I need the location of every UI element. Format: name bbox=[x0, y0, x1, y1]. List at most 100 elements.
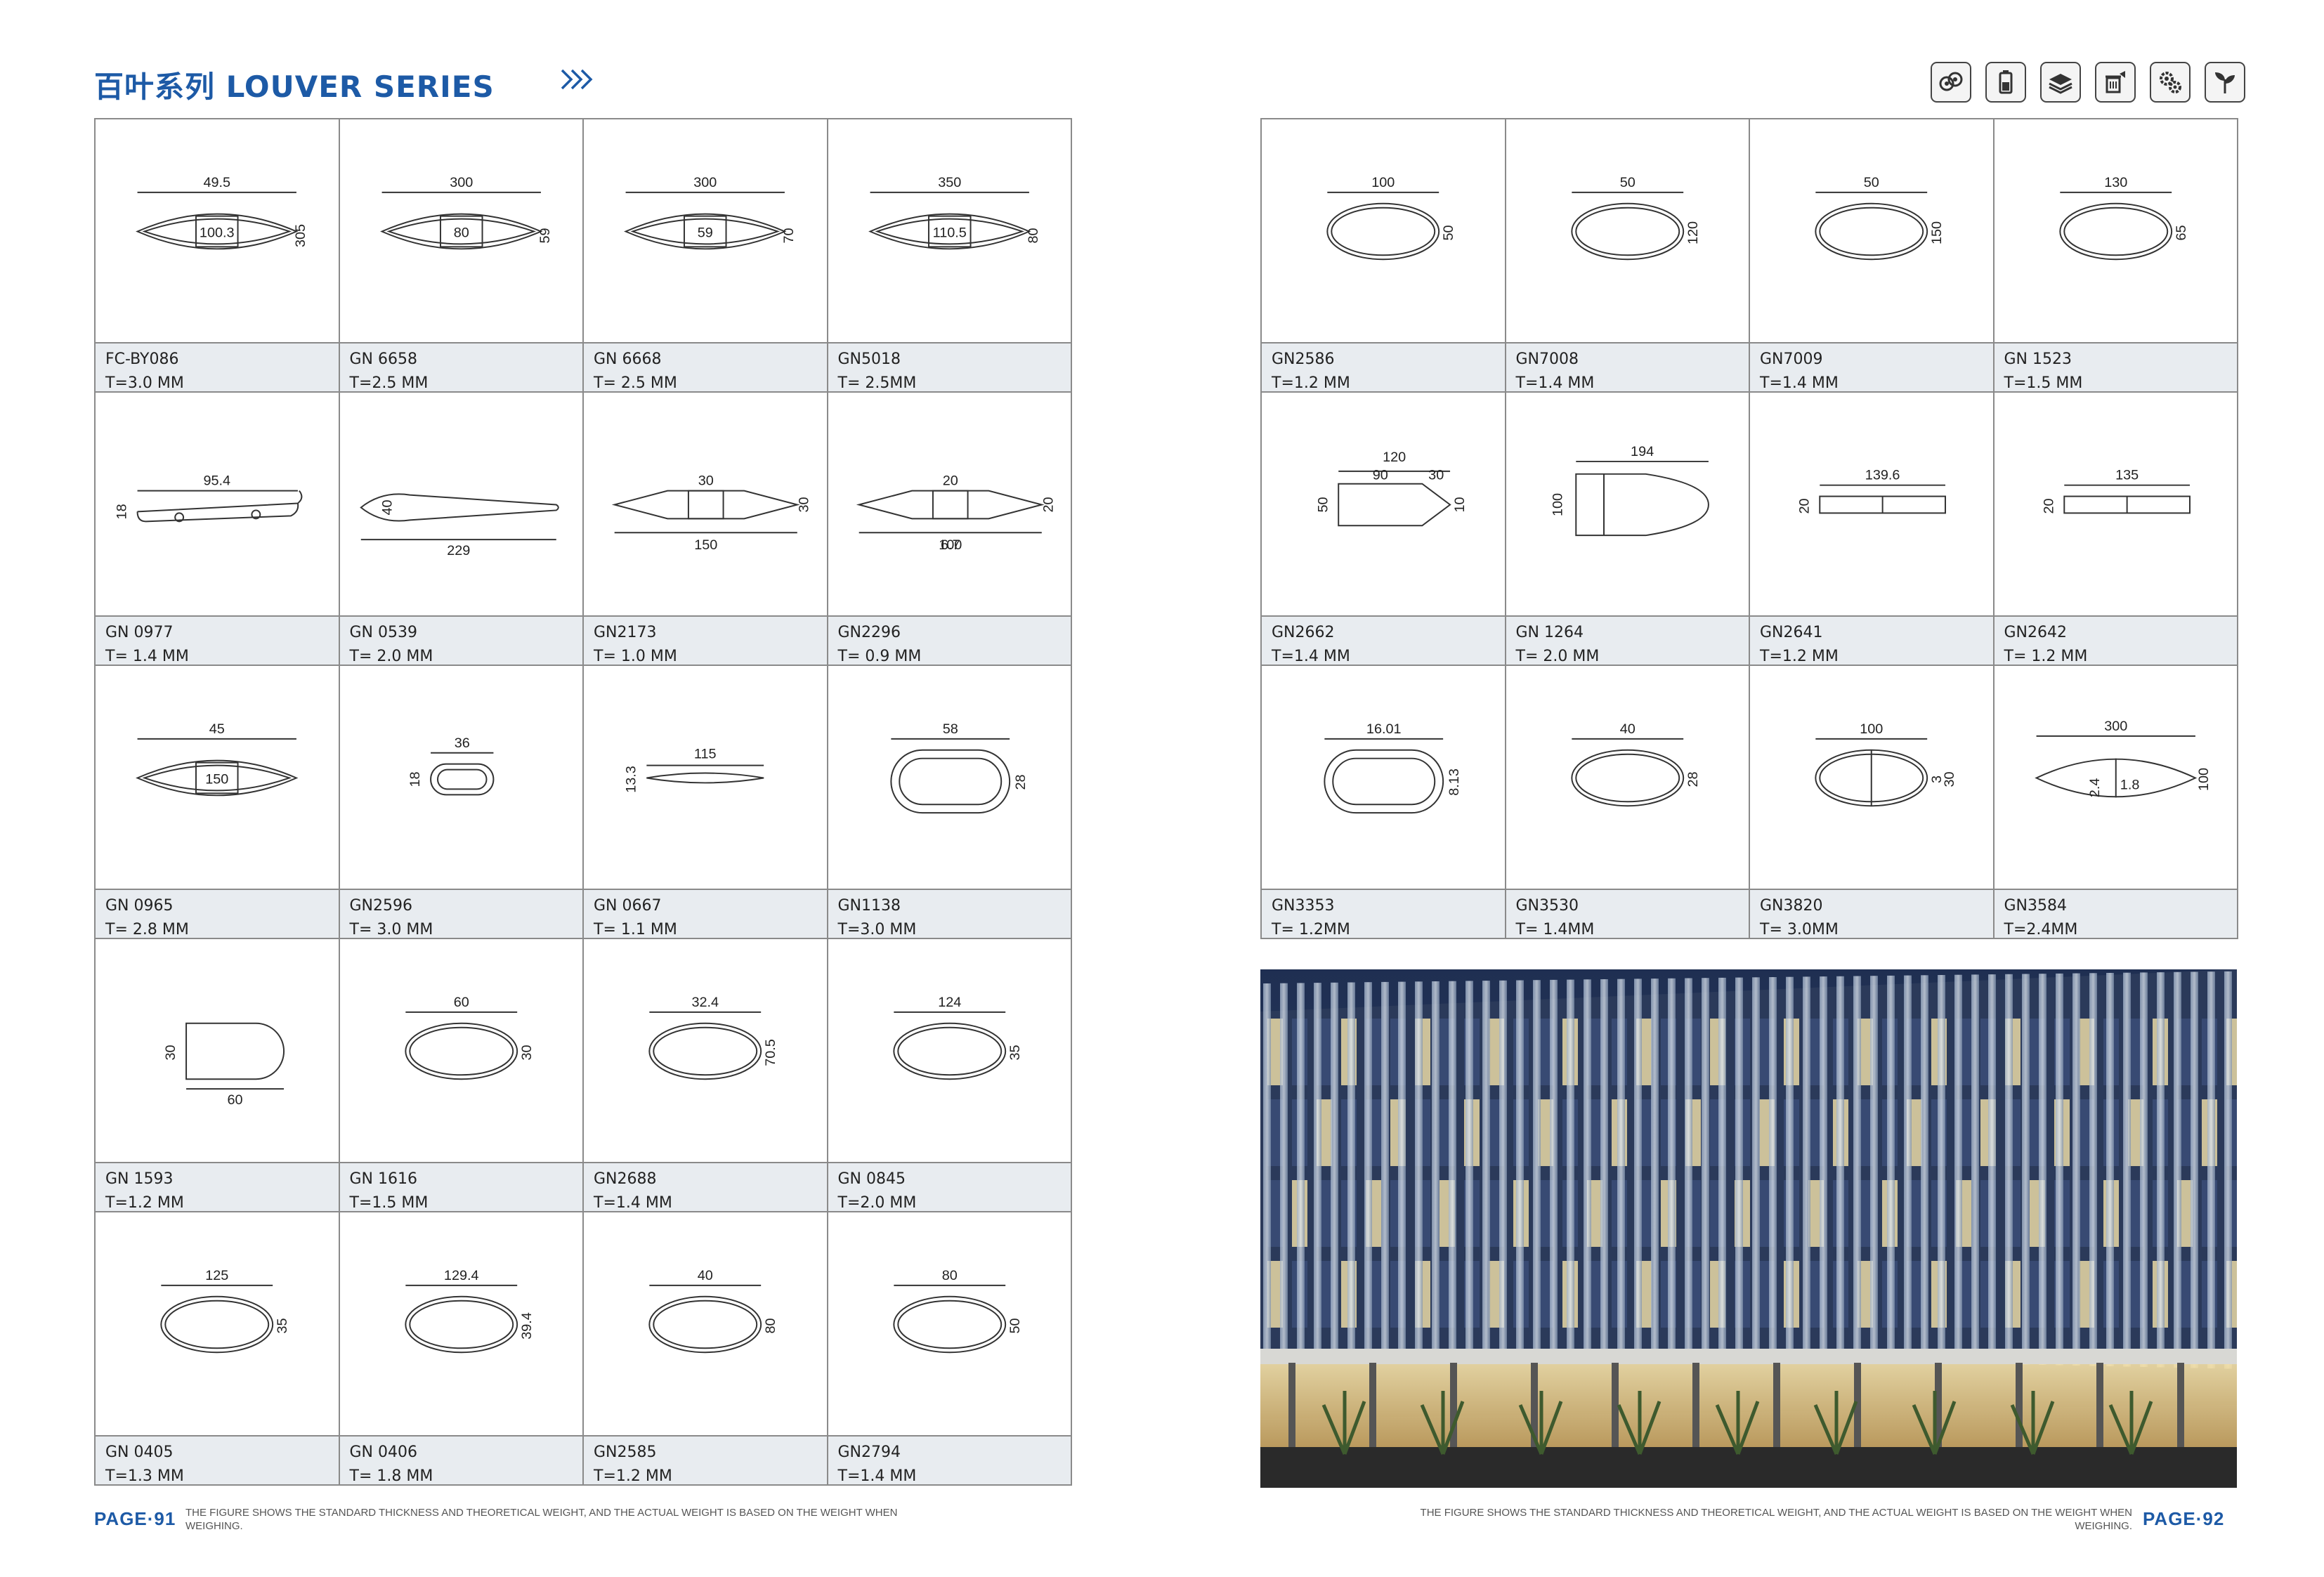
dimension-label: 120 bbox=[1383, 450, 1406, 465]
louver-fin bbox=[1364, 982, 1372, 1351]
ground-column bbox=[1773, 1363, 1780, 1447]
profile-web bbox=[687, 490, 724, 520]
profile-thickness: T=1.4 MM bbox=[1760, 374, 1839, 392]
dimension-label: 50 bbox=[1007, 1318, 1023, 1333]
louver-fin bbox=[1297, 983, 1305, 1349]
dimension-label: 65 bbox=[2174, 225, 2189, 240]
profile-thickness: T= 1.4 MM bbox=[105, 648, 189, 665]
louver-fin bbox=[1482, 981, 1490, 1354]
profile-inner bbox=[436, 768, 487, 790]
profile-thickness: T= 2.5 MM bbox=[594, 374, 677, 392]
louver-fin bbox=[2174, 971, 2181, 1368]
louver-fin bbox=[1988, 974, 1996, 1364]
louver-fin bbox=[1836, 976, 1844, 1361]
profile-thickness: T=1.2 MM bbox=[105, 1194, 184, 1212]
profile-code: GN 1616 bbox=[349, 1170, 418, 1188]
profile-thickness: T= 2.8 MM bbox=[105, 921, 189, 938]
dimension-label: 70.5 bbox=[763, 1039, 778, 1066]
profile-outline bbox=[136, 759, 299, 797]
louver-fin bbox=[2224, 971, 2232, 1369]
profile-code: GN2641 bbox=[1760, 624, 1823, 641]
profile-outline bbox=[648, 1295, 762, 1354]
profile-code: GN2688 bbox=[594, 1170, 657, 1188]
dimension-label: 16.01 bbox=[1366, 721, 1402, 737]
profile-thickness: T= 3.0MM bbox=[1760, 921, 1839, 938]
profile-web bbox=[932, 490, 969, 520]
profile-thickness: T=2.0 MM bbox=[837, 1194, 917, 1212]
recycle-bin-icon bbox=[2095, 62, 2136, 103]
dimension-label: 300 bbox=[693, 175, 717, 190]
dimension-label: 18 bbox=[407, 771, 423, 787]
profile-code: GN2296 bbox=[837, 624, 901, 641]
profile-code: GN3820 bbox=[1760, 897, 1823, 915]
profile-outline bbox=[404, 1295, 518, 1354]
dimension-label: 59 bbox=[537, 228, 552, 243]
louver-fin bbox=[1769, 977, 1777, 1359]
louver-fin bbox=[1853, 976, 1861, 1361]
louver-fin bbox=[1567, 979, 1574, 1355]
profile-code: GN7008 bbox=[1515, 351, 1579, 368]
dimension-label: 80 bbox=[763, 1318, 778, 1333]
dimension-label: 32.4 bbox=[691, 995, 719, 1010]
facade-window bbox=[2128, 1019, 2143, 1085]
ground-column bbox=[1288, 1363, 1295, 1447]
profile-inner bbox=[1332, 757, 1436, 806]
profile-outline bbox=[185, 1022, 285, 1080]
dimension-label: 58 bbox=[942, 721, 958, 737]
louver-fin bbox=[1415, 981, 1423, 1352]
louver-fin bbox=[1904, 975, 1912, 1362]
profile-thickness: T=1.4 MM bbox=[1515, 374, 1595, 392]
facade-window bbox=[1267, 1180, 1283, 1247]
louver-fin bbox=[1870, 976, 1878, 1361]
profile-code: GN 0405 bbox=[105, 1444, 174, 1461]
dimension-label: 39.4 bbox=[519, 1312, 535, 1340]
dimension-label: 80 bbox=[1025, 228, 1040, 243]
louver-fin bbox=[2056, 973, 2063, 1366]
louver-fin bbox=[1280, 983, 1288, 1349]
profile-inner bbox=[1574, 207, 1680, 256]
dimension-label: 35 bbox=[275, 1318, 290, 1333]
profile-code: GN2642 bbox=[2004, 624, 2068, 641]
louver-fin bbox=[1381, 981, 1389, 1352]
ground-column bbox=[1692, 1363, 1699, 1447]
louver-fin bbox=[1921, 975, 1928, 1363]
dimension-label: 8.13 bbox=[1447, 768, 1462, 796]
dimension-label: 36 bbox=[454, 735, 469, 751]
dimension-label: 30 bbox=[698, 473, 714, 489]
louver-fin bbox=[1735, 977, 1743, 1359]
profile-outline bbox=[648, 1022, 762, 1080]
profile-outline bbox=[136, 213, 299, 250]
profile-thickness: T= 2.0 MM bbox=[1515, 648, 1600, 665]
chevron-right-icon bbox=[561, 69, 593, 90]
